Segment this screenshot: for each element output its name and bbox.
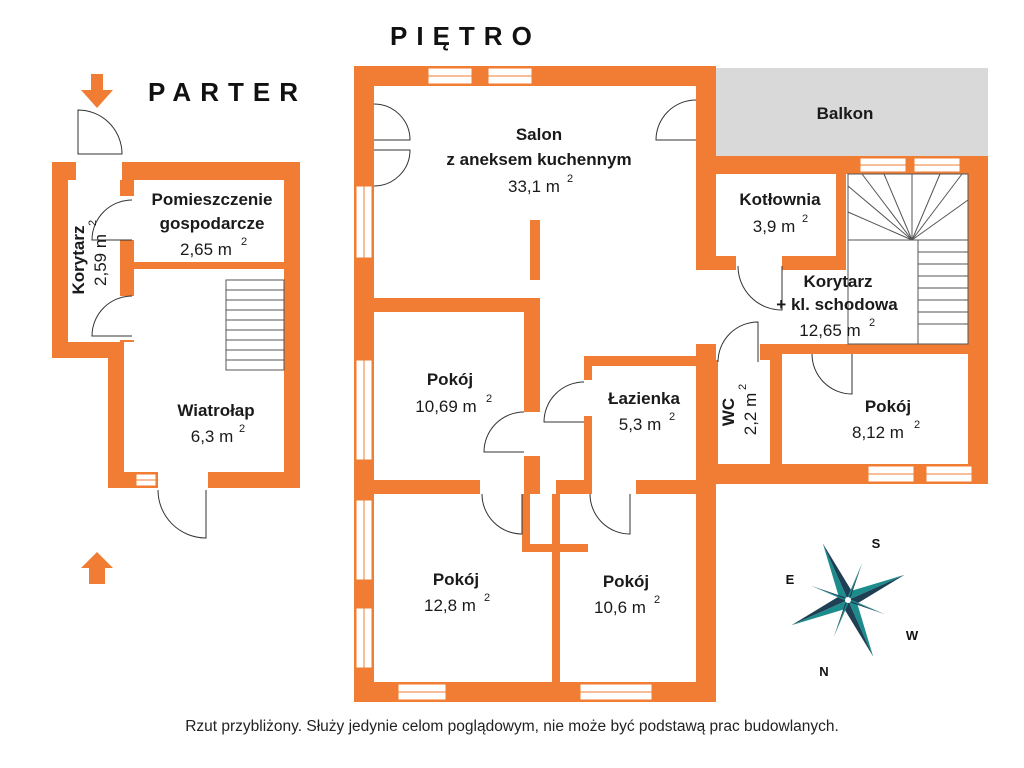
wiatrolap-area: 6,3 m: [191, 427, 234, 446]
lazienka-area: 5,3 m: [619, 415, 662, 434]
upper-floor-title: PIĘTRO: [390, 21, 541, 51]
upper-windows: [355, 67, 973, 701]
upper-door-opening-lazienka: [584, 380, 592, 416]
balcony-area: [716, 68, 988, 156]
korytarz-parter-area: 2,59 m: [91, 234, 110, 286]
lazienka-name: Łazienka: [608, 389, 680, 408]
ground-door-opening-top: [76, 162, 122, 180]
upper-door-swings: [373, 99, 853, 535]
pokoj-3-area: 12,8 m: [424, 596, 476, 615]
ground-door-swings: [77, 109, 207, 539]
pokoj-2-area: 8,12 m: [852, 423, 904, 442]
ground-door-opening-bottom: [158, 472, 208, 488]
kotlownia-name: Kotłownia: [739, 190, 821, 209]
korytarz-pietro-area: 12,65 m: [799, 321, 860, 340]
pokoj-4-name: Pokój: [603, 572, 649, 591]
compass-n: N: [819, 664, 828, 679]
ground-stairs: [225, 279, 285, 371]
korytarz-pietro-name-2: + kl. schodowa: [776, 295, 898, 314]
compass-e: E: [786, 572, 795, 587]
wc-name: WC: [719, 398, 738, 426]
salon-sup: 2: [567, 173, 573, 185]
pomieszczenie-sup: 2: [241, 236, 247, 248]
compass-w: W: [906, 628, 919, 643]
ground-inner-door-1: [120, 196, 134, 240]
disclaimer-text: Rzut przybliżony. Służy jedynie celom po…: [185, 718, 839, 735]
ground-floor-title: PARTER: [148, 77, 307, 107]
pokoj-2-name: Pokój: [865, 397, 911, 416]
korytarz-parter-sup: 2: [87, 220, 99, 226]
korytarz-pietro-name-1: Korytarz: [804, 272, 873, 291]
wc-sup: 2: [737, 384, 749, 390]
wiatrolap-sup: 2: [239, 423, 245, 435]
pokoj-1-sup: 2: [486, 393, 492, 405]
pomieszczenie-name-2: gospodarcze: [160, 214, 265, 233]
ground-inner-door-2: [120, 296, 134, 340]
wc-label: WC 2,2 m 2: [719, 384, 760, 435]
pokoj-3-name: Pokój: [433, 570, 479, 589]
pomieszczenie-area: 2,65 m: [180, 240, 232, 259]
pokoj-4-area: 10,6 m: [594, 598, 646, 617]
balkon-name: Balkon: [817, 104, 874, 123]
entrance-arrow-up-icon: [81, 552, 113, 584]
pokoj-3-sup: 2: [484, 592, 490, 604]
korytarz-pietro-sup: 2: [869, 317, 875, 329]
pokoj-2-sup: 2: [914, 419, 920, 431]
pomieszczenie-name-1: Pomieszczenie: [152, 190, 273, 209]
pokoj-1-name: Pokój: [427, 370, 473, 389]
wiatrolap-name: Wiatrołap: [177, 401, 254, 420]
pokoj-1-area: 10,69 m: [415, 397, 476, 416]
ground-floor-walls: [52, 162, 300, 488]
upper-stairs: [847, 173, 969, 345]
kotlownia-sup: 2: [802, 213, 808, 225]
compass-s: S: [872, 536, 881, 551]
ground-window: [135, 473, 157, 487]
kotlownia-area: 3,9 m: [753, 217, 796, 236]
salon-name-1: Salon: [516, 125, 562, 144]
pokoj-4-sup: 2: [654, 594, 660, 606]
entrance-arrow-down-icon: [81, 74, 113, 108]
lazienka-sup: 2: [669, 411, 675, 423]
compass-rose-icon: [791, 543, 905, 657]
salon-area: 33,1 m: [508, 177, 560, 196]
korytarz-parter-name: Korytarz: [69, 226, 88, 295]
salon-name-2: z aneksem kuchennym: [446, 150, 631, 169]
korytarz-parter-label: Korytarz 2,59 m 2: [69, 220, 110, 295]
wc-area: 2,2 m: [741, 393, 760, 436]
